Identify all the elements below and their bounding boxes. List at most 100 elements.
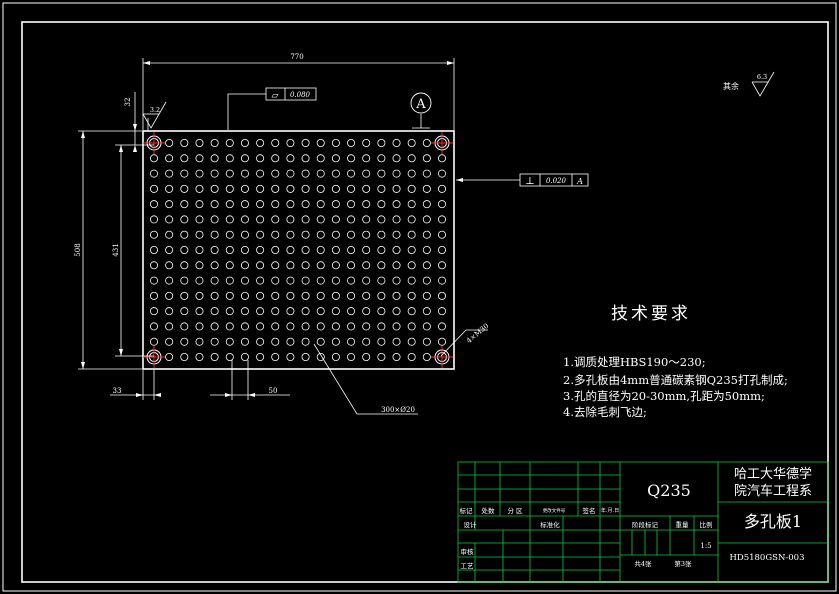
grid-hole (422, 352, 431, 361)
grid-hole (240, 169, 249, 178)
grid-hole (180, 215, 189, 224)
grid-hole (407, 307, 416, 316)
roughness-top-value: 3.2 (150, 106, 160, 114)
grid-hole (301, 307, 310, 316)
grid-hole (316, 184, 325, 193)
sheets-total: 共4张 (634, 559, 652, 568)
grid-hole (347, 352, 356, 361)
grid-hole (362, 291, 371, 300)
grid-hole (210, 352, 219, 361)
grid-hole (271, 352, 280, 361)
grid-hole (422, 245, 431, 254)
grid-hole (210, 261, 219, 270)
grid-hole (437, 276, 446, 285)
grid-hole (347, 184, 356, 193)
grid-hole (165, 184, 174, 193)
grid-hole (347, 337, 356, 346)
grid-hole (316, 230, 325, 239)
grid-hole (225, 200, 234, 209)
scale-value: 1:5 (700, 542, 711, 550)
grid-hole (437, 322, 446, 331)
grid-hole (407, 261, 416, 270)
grid-hole (271, 154, 280, 163)
grid-hole (301, 169, 310, 178)
grid-hole (240, 184, 249, 193)
grid-hole (407, 291, 416, 300)
grid-hole (331, 291, 340, 300)
label-scale: 比例 (700, 520, 713, 529)
grid-hole (437, 291, 446, 300)
grid-hole (149, 337, 158, 346)
grid-hole (165, 307, 174, 316)
grid-hole (422, 261, 431, 270)
grid-hole (195, 276, 204, 285)
grid-hole (316, 322, 325, 331)
grid-hole (331, 276, 340, 285)
grid-hole (210, 307, 219, 316)
grid-hole (165, 215, 174, 224)
grid-hole (437, 215, 446, 224)
grid-hole (165, 138, 174, 147)
grid-hole (180, 138, 189, 147)
grid-hole (331, 215, 340, 224)
grid-hole (210, 169, 219, 178)
grid-hole (165, 200, 174, 209)
grid-hole (286, 184, 295, 193)
grid-hole (195, 184, 204, 193)
grid-hole (180, 169, 189, 178)
grid-hole (331, 200, 340, 209)
grid-hole (362, 352, 371, 361)
grid-hole (195, 200, 204, 209)
grid-hole (240, 352, 249, 361)
label-signature: 签名 (583, 506, 596, 515)
grid-hole (225, 307, 234, 316)
grid-hole (240, 322, 249, 331)
grid-hole (195, 154, 204, 163)
label-stage-mark: 阶段标记 (632, 520, 659, 529)
grid-hole (271, 261, 280, 270)
grid-hole (195, 138, 204, 147)
grid-hole (377, 184, 386, 193)
grid-hole (377, 352, 386, 361)
grid-hole (165, 337, 174, 346)
dim-pitch: 50 (269, 387, 278, 395)
grid-hole (240, 200, 249, 209)
grid-hole (301, 337, 310, 346)
grid-hole (165, 261, 174, 270)
flatness-value: 0.080 (290, 91, 311, 99)
grid-hole (407, 230, 416, 239)
label-weight: 重量 (676, 521, 690, 529)
grid-hole (225, 291, 234, 300)
grid-hole (180, 200, 189, 209)
grid-hole (149, 215, 158, 224)
grid-hole (301, 291, 310, 300)
grid-hole (149, 261, 158, 270)
grid-hole (195, 307, 204, 316)
grid-hole (392, 307, 401, 316)
grid-hole (165, 230, 174, 239)
label-change-doc: 更改文件号 (543, 507, 566, 514)
datum-a-symbol: A (410, 92, 432, 114)
grid-hole (210, 322, 219, 331)
grid-hole (316, 215, 325, 224)
organization-line-2: 院汽车工程系 (734, 483, 812, 499)
grid-hole (271, 169, 280, 178)
grid-hole (316, 352, 325, 361)
grid-hole (180, 154, 189, 163)
grid-hole (180, 184, 189, 193)
grid-hole (271, 337, 280, 346)
dim-height-inner: 431 (112, 243, 120, 256)
grid-hole (437, 337, 446, 346)
grid-hole (437, 154, 446, 163)
grid-hole (362, 322, 371, 331)
grid-hole (422, 154, 431, 163)
grid-hole (301, 261, 310, 270)
grid-hole (286, 322, 295, 331)
dim-width: 770 (290, 53, 303, 61)
grid-hole (256, 322, 265, 331)
corner-hole (431, 132, 453, 154)
grid-hole (301, 245, 310, 254)
grid-hole (407, 200, 416, 209)
grid-hole (392, 184, 401, 193)
grid-hole (362, 307, 371, 316)
